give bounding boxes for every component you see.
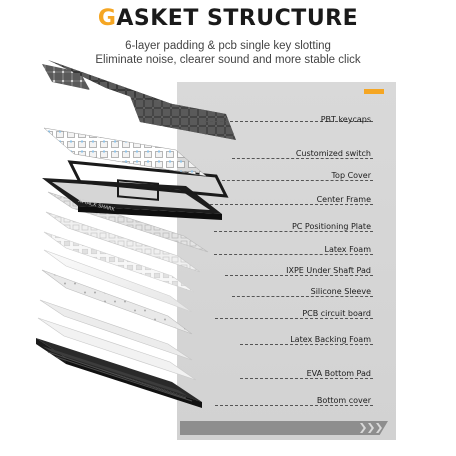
leader-line	[240, 378, 373, 379]
label-ixpe-under-shaft-pad: IXPE Under Shaft Pad	[286, 266, 371, 275]
label-pc-positioning-plate: PC Positioning Plate	[291, 222, 371, 231]
subtitle-line-2: Eliminate noise, clearer sound and more …	[95, 54, 361, 66]
label-pbt-keycaps: PBT keycaps	[320, 115, 371, 124]
layer-customized-switches	[43, 127, 207, 177]
leader-line	[205, 121, 373, 122]
layer-ixpe-under-shaft-pad	[43, 231, 195, 293]
label-pcb-circuit-board: PCB circuit board	[302, 309, 371, 318]
title-rest: ASKET STRUCTURE	[116, 6, 359, 31]
subtitle-line-1: 6-layer padding & pcb single key slottin…	[125, 40, 331, 52]
label-eva-bottom-pad: EVA Bottom Pad	[306, 369, 371, 378]
label-top-cover: Top Cover	[331, 171, 371, 180]
leader-line	[222, 180, 373, 181]
label-latex-backing-foam: Latex Backing Foam	[290, 335, 371, 344]
leader-line	[215, 318, 373, 319]
leader-line	[215, 405, 373, 406]
layer-center-frame: ATTACK SHARK	[42, 178, 222, 220]
layer-bottom-cover	[36, 338, 202, 408]
leader-line	[232, 158, 373, 159]
leader-line	[225, 275, 373, 276]
leader-line	[214, 231, 373, 232]
layer-eva-bottom-pad	[37, 317, 197, 381]
page-title: GASKET STRUCTURE	[98, 6, 358, 31]
label-silicone-sleeve: Silicone Sleeve	[310, 287, 371, 296]
layer-silicone-sleeve	[43, 249, 193, 313]
label-center-frame: Center Frame	[316, 195, 371, 204]
title-first-letter: G	[97, 6, 117, 31]
leader-line	[232, 296, 373, 297]
layer-pcb-circuit-board	[41, 269, 193, 335]
layer-latex-backing-foam	[39, 299, 193, 361]
label-bottom-cover: Bottom cover	[316, 396, 371, 405]
leader-line	[240, 344, 373, 345]
layer-pbt-keycaps	[42, 60, 236, 140]
layer-latex-foam	[45, 211, 201, 273]
background-panel	[177, 82, 396, 440]
accent-tab	[364, 89, 384, 94]
label-latex-foam: Latex Foam	[324, 245, 371, 254]
layer-top-cover	[67, 160, 229, 201]
label-customized-switch: Customized switch	[295, 149, 371, 158]
title-block: GASKET STRUCTURE	[0, 6, 456, 31]
leader-line	[210, 204, 373, 205]
leader-line	[214, 254, 373, 255]
bottom-bar	[180, 421, 388, 435]
